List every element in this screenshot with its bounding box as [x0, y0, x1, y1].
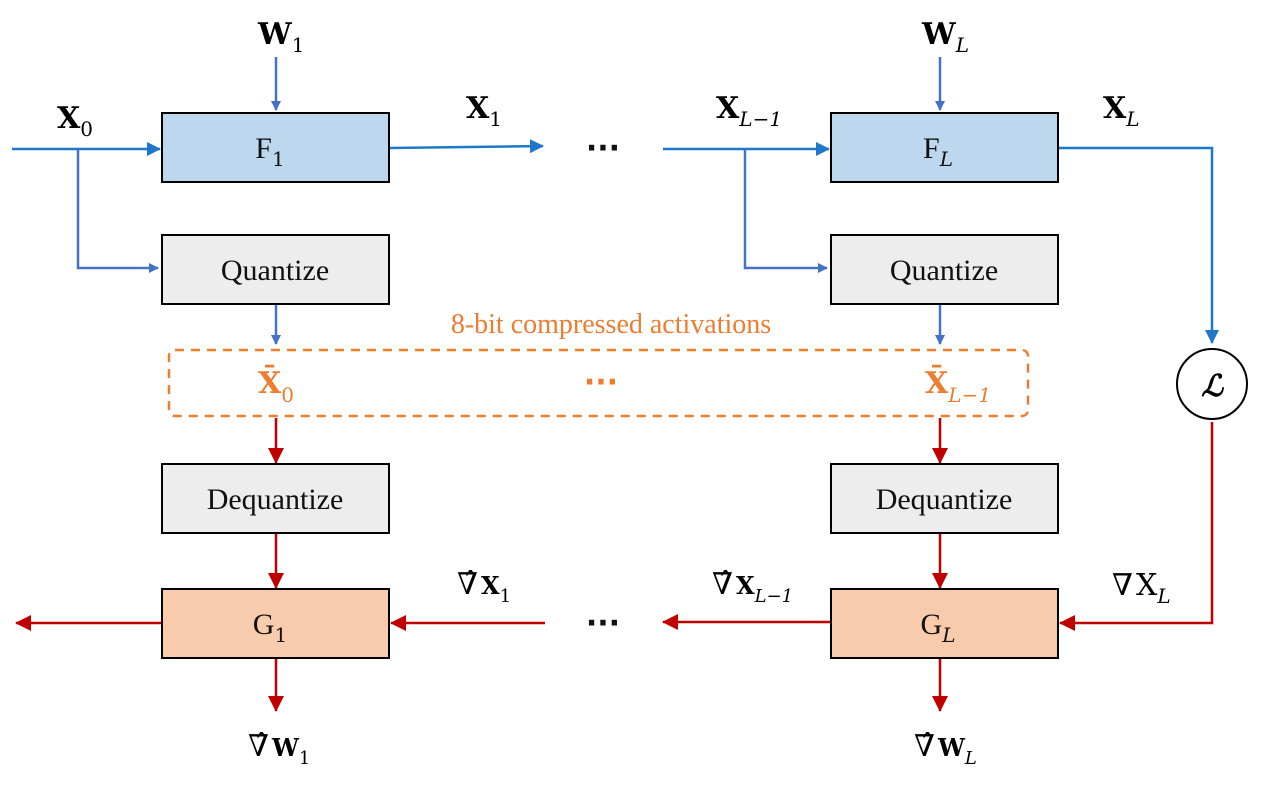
wL-label: WL: [921, 17, 969, 57]
compressed-activations-label: 8-bit compressed activations: [451, 309, 771, 340]
xL-label: XL: [1103, 91, 1140, 131]
box-quantize-1: Quantize: [161, 234, 390, 305]
svg-text:Quantize: Quantize: [890, 254, 998, 287]
xbar0-label: X̄0: [258, 365, 294, 407]
dots-middle: ···: [584, 365, 618, 400]
svg-text:Quantize: Quantize: [221, 254, 329, 287]
svg-text:F1: F1: [255, 132, 284, 171]
svg-text:Dequantize: Dequantize: [207, 483, 344, 516]
box-gL: GL: [830, 588, 1059, 659]
backward-arrows: [15, 418, 1214, 712]
dots-forward: ···: [586, 131, 620, 166]
xbarLm1-label: X̄L−1: [925, 365, 991, 407]
grad-x1-label: ∇̂X1: [457, 567, 511, 607]
svg-text:FL: FL: [923, 132, 953, 171]
svg-text:ℒ: ℒ: [1201, 369, 1224, 404]
grad-w1-label: ∇̂W1: [248, 729, 310, 769]
loss-node: ℒ: [1176, 348, 1248, 420]
box-f1: F1: [161, 112, 390, 183]
grad-wL-label: ∇̂WL: [914, 729, 977, 769]
svg-text:Dequantize: Dequantize: [876, 483, 1013, 516]
svg-text:GL: GL: [921, 608, 956, 647]
box-fL: FL: [830, 112, 1059, 183]
box-dequantize-L: Dequantize: [830, 463, 1059, 534]
x0-label: X0: [57, 101, 93, 141]
box-dequantize-1: Dequantize: [161, 463, 390, 534]
grad-xLm1-label: ∇̂XL−1: [712, 567, 793, 607]
svg-text:G1: G1: [253, 608, 287, 647]
compressed-activations-box: [167, 348, 1030, 418]
box-g1: G1: [161, 588, 390, 659]
dots-backward: ···: [586, 606, 620, 641]
forward-arrows: [12, 57, 1219, 345]
x1-label: X1: [466, 91, 502, 131]
w1-label: W1: [257, 17, 304, 57]
xLm1-label: XL−1: [716, 91, 782, 131]
box-quantize-L: Quantize: [830, 234, 1059, 305]
grad-xL-label: ∇XL: [1112, 568, 1171, 608]
